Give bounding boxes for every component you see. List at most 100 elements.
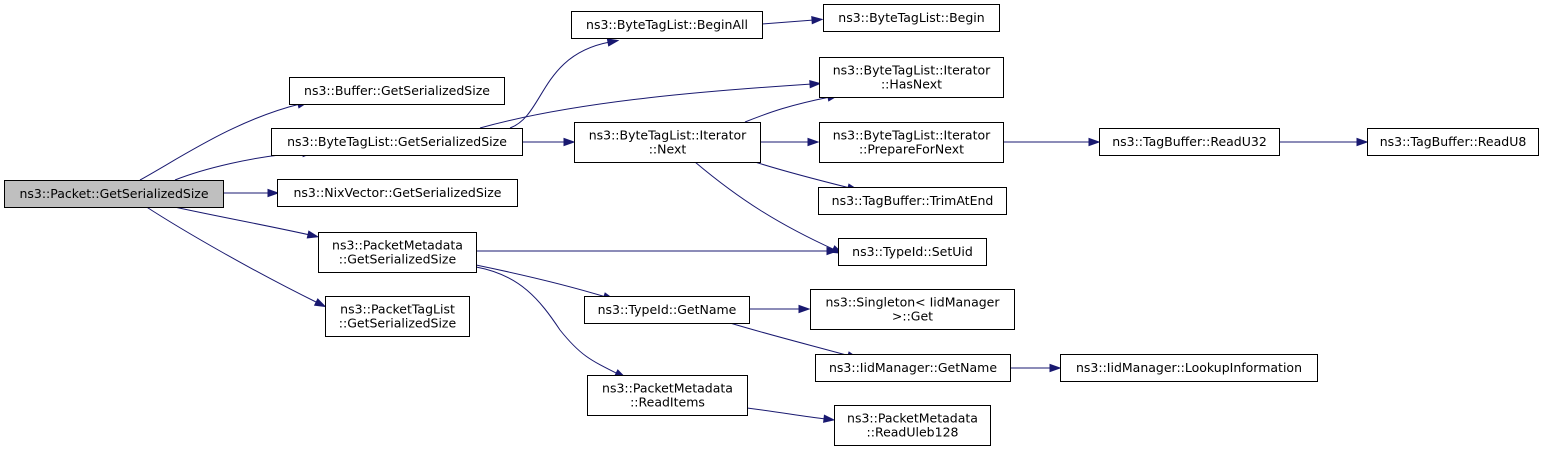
node-box	[815, 354, 1011, 382]
call-edge-n9-n13	[754, 161, 851, 189]
call-edge-n9-n14	[694, 161, 836, 251]
call-node-n20[interactable]: ns3::PacketMetadata::ReadUleb128	[834, 405, 991, 446]
arrowhead-n4-n14	[826, 246, 839, 256]
node-label: ::HasNext	[881, 77, 942, 92]
arrowhead-n9-n10	[807, 137, 820, 147]
arrowhead-n10-n11	[1088, 137, 1101, 147]
arrowhead-n11-n12	[1356, 137, 1369, 147]
call-edge-n6-n7	[761, 19, 815, 25]
arrowhead-n2-n6	[606, 38, 620, 47]
call-node-n0[interactable]: ns3::Packet::GetSerializedSize	[4, 180, 224, 208]
call-edge-n0-n2	[174, 152, 306, 181]
call-node-n11[interactable]: ns3::TagBuffer::ReadU32	[1099, 128, 1280, 156]
node-label: ns3::PacketMetadata	[847, 411, 978, 426]
call-node-n10[interactable]: ns3::ByteTagList::Iterator::PrepareForNe…	[819, 122, 1004, 163]
node-label: ns3::NixVector::GetSerializedSize	[293, 185, 501, 200]
node-label: ns3::TagBuffer::ReadU8	[1380, 134, 1527, 149]
node-box	[318, 232, 477, 273]
node-box	[574, 122, 761, 163]
call-node-n9[interactable]: ns3::ByteTagList::Iterator::Next	[574, 122, 761, 163]
call-node-n18[interactable]: ns3::IidManager::LookupInformation	[1060, 354, 1318, 382]
node-label: ns3::ByteTagList::Begin	[838, 10, 984, 25]
node-label: ns3::PacketMetadata	[602, 381, 733, 396]
node-box	[819, 122, 1004, 163]
call-node-n5[interactable]: ns3::PacketTagList::GetSerializedSize	[325, 296, 470, 337]
node-label: ::GetSerializedSize	[339, 316, 457, 331]
call-edge-n0-n5	[144, 205, 319, 304]
node-box	[571, 11, 763, 39]
node-box	[1060, 354, 1318, 382]
arrowhead-n0-n4	[306, 230, 320, 239]
node-label: ns3::ByteTagList::BeginAll	[586, 17, 748, 32]
node-label: ns3::IidManager::LookupInformation	[1076, 360, 1302, 375]
call-edge-n4-n19	[475, 266, 619, 375]
node-label: ns3::TagBuffer::TrimAtEnd	[832, 193, 994, 208]
node-label: ns3::Singleton< IidManager	[825, 295, 1000, 310]
call-node-n6[interactable]: ns3::ByteTagList::BeginAll	[571, 11, 763, 39]
node-box	[1099, 128, 1280, 156]
node-box	[584, 296, 750, 324]
node-label: ns3::IidManager::GetName	[829, 360, 997, 375]
call-node-n1[interactable]: ns3::Buffer::GetSerializedSize	[289, 77, 505, 105]
call-node-n13[interactable]: ns3::TagBuffer::TrimAtEnd	[818, 187, 1007, 215]
call-node-n8[interactable]: ns3::ByteTagList::Iterator::HasNext	[819, 57, 1004, 98]
arrowhead-n15-n16	[798, 304, 811, 314]
call-nodes: ns3::Packet::GetSerializedSize ns3::Buffe…	[4, 4, 1539, 446]
node-label: ::GetSerializedSize	[339, 252, 457, 267]
node-label: ns3::ByteTagList::Iterator	[833, 63, 991, 78]
node-label: ns3::Buffer::GetSerializedSize	[304, 83, 490, 98]
node-label: ns3::TagBuffer::ReadU32	[1112, 134, 1267, 149]
call-edge-n2-n8	[479, 83, 813, 129]
node-box	[838, 238, 987, 266]
node-box	[271, 128, 523, 156]
node-box	[823, 4, 1000, 32]
call-node-n7[interactable]: ns3::ByteTagList::Begin	[823, 4, 1000, 32]
node-label: ns3::PacketTagList	[340, 302, 455, 317]
node-label: ::ReadItems	[630, 395, 705, 410]
node-box	[587, 375, 748, 416]
call-edge-n15-n17	[729, 322, 851, 357]
node-box	[4, 180, 224, 208]
node-label: ns3::ByteTagList::Iterator	[589, 128, 747, 143]
call-edge-n0-n4	[169, 205, 311, 236]
node-box	[810, 289, 1015, 330]
call-edge-n4-n15	[475, 264, 607, 298]
arrowhead-n17-n18	[1049, 363, 1062, 373]
arrowhead-n0-n5	[313, 298, 327, 308]
call-node-n2[interactable]: ns3::ByteTagList::GetSerializedSize	[271, 128, 523, 156]
node-label: ::Next	[649, 142, 687, 157]
call-node-n4[interactable]: ns3::PacketMetadata::GetSerializedSize	[318, 232, 477, 273]
call-node-n12[interactable]: ns3::TagBuffer::ReadU8	[1367, 128, 1539, 156]
node-label: ns3::TypeId::SetUid	[852, 244, 973, 259]
node-box	[834, 405, 991, 446]
arrowhead-n0-n3	[267, 188, 280, 198]
node-box	[819, 57, 1004, 98]
node-label: >::Get	[892, 309, 933, 324]
node-label: ns3::ByteTagList::Iterator	[833, 128, 991, 143]
call-edge-n9-n8	[744, 96, 831, 123]
node-label: ::ReadUleb128	[867, 425, 959, 440]
arrowhead-n6-n7	[811, 15, 824, 25]
call-node-n3[interactable]: ns3::NixVector::GetSerializedSize	[277, 179, 518, 207]
node-box	[1367, 128, 1539, 156]
node-label: ns3::PacketMetadata	[332, 238, 463, 253]
call-node-n14[interactable]: ns3::TypeId::SetUid	[838, 238, 987, 266]
call-node-n15[interactable]: ns3::TypeId::GetName	[584, 296, 750, 324]
node-label: ns3::ByteTagList::GetSerializedSize	[287, 134, 507, 149]
call-edge-n0-n1	[139, 103, 301, 181]
call-edge-n2-n6	[509, 41, 611, 129]
call-node-n19[interactable]: ns3::PacketMetadata::ReadItems	[587, 375, 748, 416]
call-node-n17[interactable]: ns3::IidManager::GetName	[815, 354, 1011, 382]
node-label: ::PrepareForNext	[859, 142, 964, 157]
node-box	[277, 179, 518, 207]
call-node-n16[interactable]: ns3::Singleton< IidManager >::Get	[810, 289, 1015, 330]
node-label: ns3::TypeId::GetName	[598, 302, 737, 317]
arrowhead-n2-n8	[809, 79, 822, 89]
call-edge-n19-n20	[746, 407, 827, 420]
node-label: ns3::Packet::GetSerializedSize	[19, 186, 208, 201]
arrowhead-n19-n20	[823, 414, 836, 423]
node-box	[289, 77, 505, 105]
node-box	[818, 187, 1007, 215]
node-box	[325, 296, 470, 337]
